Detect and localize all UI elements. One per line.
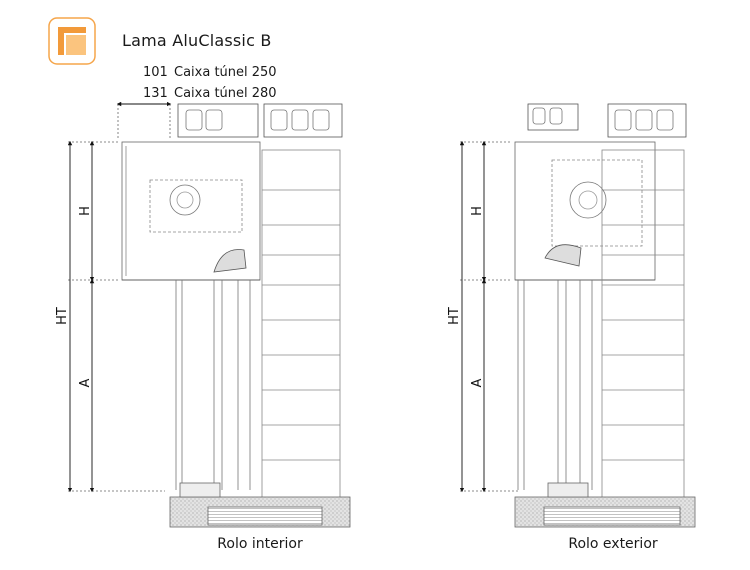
dim-arrows-left bbox=[67, 101, 172, 493]
dim-label-h-left: H bbox=[78, 206, 93, 216]
dim-label-a-right: A bbox=[470, 378, 485, 387]
dim-label-h-right: H bbox=[470, 206, 485, 216]
dim-arrows-right bbox=[459, 140, 487, 493]
drawing-rolo-exterior bbox=[459, 103, 696, 528]
caption-rolo-exterior: Rolo exterior bbox=[568, 536, 658, 552]
dim-label-ht-left: HT bbox=[55, 307, 70, 325]
caption-rolo-interior: Rolo interior bbox=[217, 536, 303, 552]
dim-label-ht-right: HT bbox=[447, 307, 462, 325]
dimension-lines-left bbox=[68, 104, 171, 492]
dimension-lines-right bbox=[460, 141, 520, 492]
product-title: Lama AluClassic B bbox=[122, 31, 272, 50]
brand-logo-icon bbox=[48, 17, 96, 65]
dim-label-a-left: A bbox=[78, 378, 93, 387]
drawing-rolo-interior bbox=[67, 101, 351, 528]
